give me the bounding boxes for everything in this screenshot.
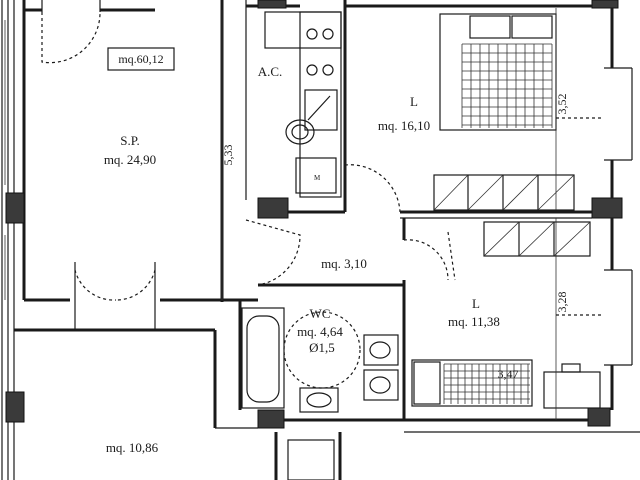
bathroom-area: mq. 4,64	[297, 324, 343, 339]
bidet	[363, 369, 399, 401]
toilet	[363, 334, 399, 366]
living-room-name: S.P.	[120, 133, 140, 148]
svg-text:M: M	[314, 174, 321, 182]
desk	[543, 363, 601, 409]
single-bed	[411, 359, 533, 407]
turning-circle-label: Ø1,5	[309, 340, 335, 355]
total-area-label: mq.60,12	[118, 52, 163, 66]
wardrobe-bedroom-2	[483, 221, 591, 257]
kitchen-counter: M	[264, 11, 342, 198]
doors	[41, 11, 456, 330]
bedroom-1-area: mq. 16,10	[378, 118, 430, 133]
dimension-living-depth: 5,33	[221, 145, 235, 166]
bedroom-1-name: L	[410, 94, 418, 109]
bathtub	[241, 307, 285, 409]
bedroom-2-name: L	[472, 296, 480, 311]
dimension-bedroom-2-depth: 3,47	[498, 367, 519, 381]
dimension-lines	[221, 8, 604, 420]
washbasin-symbol	[285, 119, 315, 145]
total-area-box	[107, 47, 175, 71]
dimension-bedroom-2: 3,28	[555, 292, 569, 313]
living-room-area: mq. 24,90	[104, 152, 156, 167]
interior-walls	[14, 0, 640, 480]
dimension-bedroom-1: 3,52	[555, 94, 569, 115]
wardrobe-bedroom-1	[433, 174, 575, 211]
kitchen-name: A.C.	[258, 64, 283, 79]
bathroom-sink	[299, 387, 339, 413]
bedroom-2-area: mq. 11,38	[448, 314, 500, 329]
lower-room-area: mq. 10,86	[106, 440, 159, 455]
double-bed	[439, 13, 557, 131]
bathroom-name: WC	[310, 306, 331, 321]
turning-circle	[283, 311, 361, 389]
hallway-area: mq. 3,10	[321, 256, 367, 271]
